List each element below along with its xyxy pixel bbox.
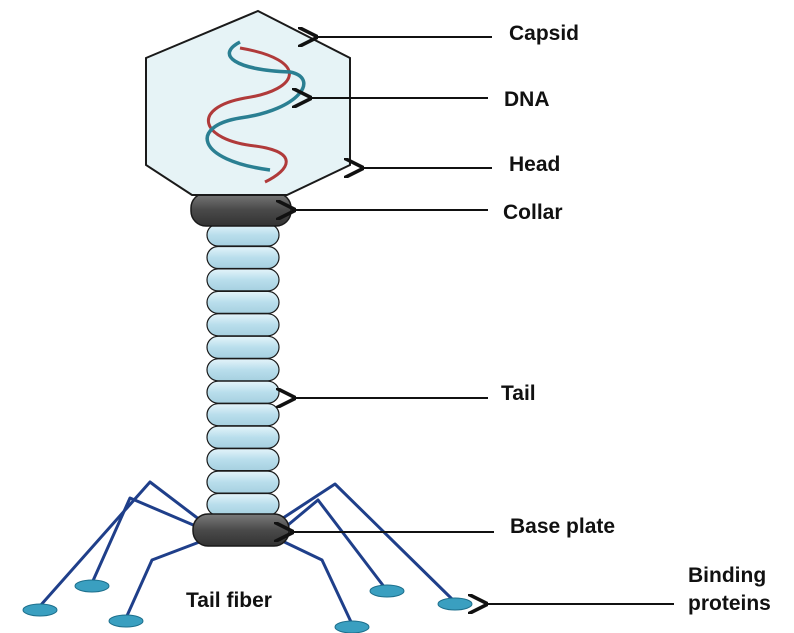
label-tail-fiber: Tail fiber — [186, 590, 272, 611]
label-binding-proteins: Binding proteins — [688, 562, 771, 619]
tail-segment — [207, 494, 279, 516]
tail-fiber — [276, 538, 352, 624]
binding-protein — [370, 585, 404, 597]
tail-segment — [207, 381, 279, 403]
collar — [191, 193, 291, 226]
label-binding-line2: proteins — [688, 590, 771, 618]
tail-segment — [207, 404, 279, 426]
label-collar: Collar — [503, 202, 563, 223]
tail-fiber — [40, 482, 200, 606]
tail — [207, 224, 279, 516]
tail-fiber — [280, 484, 453, 600]
binding-protein — [335, 621, 369, 633]
tail-segment — [207, 359, 279, 381]
tail-segment — [207, 314, 279, 336]
tail-segment — [207, 449, 279, 471]
label-capsid: Capsid — [509, 23, 579, 44]
binding-protein — [438, 598, 472, 610]
label-head: Head — [509, 154, 560, 175]
binding-protein — [23, 604, 57, 616]
tail-segment — [207, 269, 279, 291]
tail-segment — [207, 336, 279, 358]
base-plate — [193, 514, 289, 546]
label-base-plate: Base plate — [510, 516, 615, 537]
label-tail: Tail — [501, 383, 536, 404]
tail-segment — [207, 426, 279, 448]
tail-segment — [207, 471, 279, 493]
tail-segment — [207, 291, 279, 313]
tail-segment — [207, 224, 279, 246]
tail-fiber — [282, 500, 385, 588]
binding-protein — [109, 615, 143, 627]
binding-protein — [75, 580, 109, 592]
tail-segment — [207, 247, 279, 269]
label-binding-line1: Binding — [688, 562, 771, 590]
label-dna: DNA — [504, 89, 550, 110]
